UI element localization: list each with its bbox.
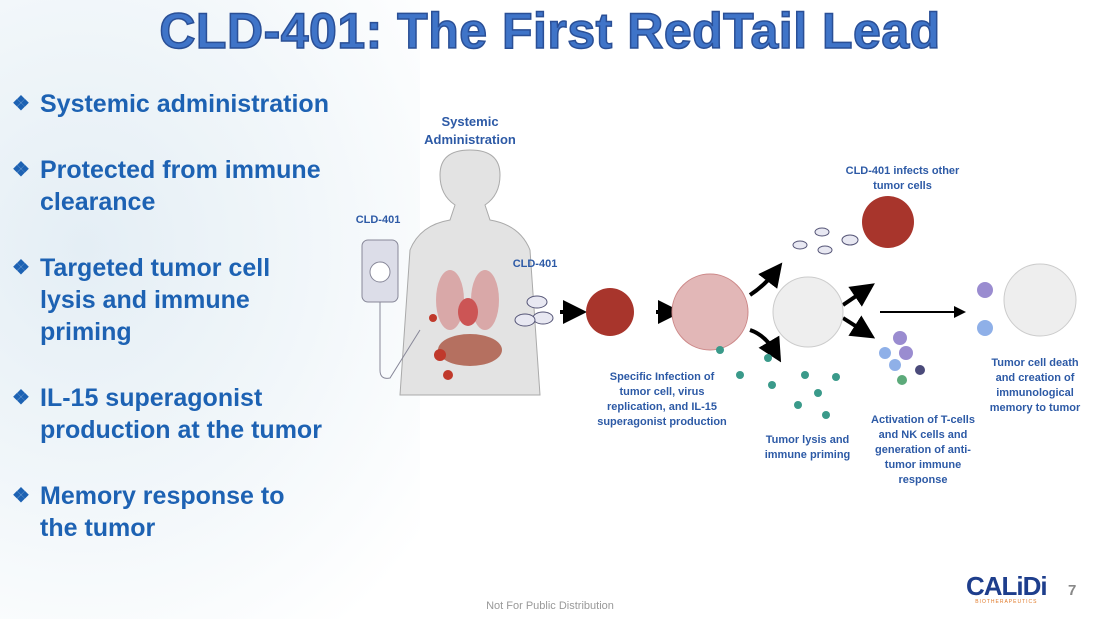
bullet-text: Targeted tumor cell lysis and immune pri… [40, 254, 271, 346]
dna-background [0, 0, 420, 619]
bullet-item: ❖ Memory response to the tumor [12, 480, 292, 544]
diamond-bullet-icon: ❖ [12, 257, 30, 279]
page-title: CLD-401: The First RedTail Lead [159, 2, 941, 60]
diamond-bullet-icon: ❖ [12, 485, 30, 507]
diamond-bullet-icon: ❖ [12, 93, 30, 115]
bullet-text: Memory response to the tumor [40, 482, 285, 542]
bullet-item: ❖ IL-15 superagonist production at the tu… [12, 382, 372, 446]
tumor-icon [586, 288, 634, 336]
il15-molecules-icon [716, 346, 840, 419]
label-cld401-left: CLD-401 [355, 214, 401, 226]
label-activation: Activation of T-cells and NK cells and g… [871, 414, 975, 486]
diamond-bullet-icon: ❖ [12, 159, 30, 181]
infected-tumor-icon [671, 273, 749, 351]
human-body-illustration [399, 149, 541, 396]
label-systemic-administration: Systemic Administration [424, 114, 516, 147]
diamond-bullet-icon: ❖ [12, 387, 30, 409]
lysed-tumor-icon [772, 276, 844, 348]
label-infects-other-cells: CLD-401 infects other tumor cells [845, 165, 960, 192]
label-tumor-cell-death: Tumor cell death and creation of immunol… [989, 357, 1081, 414]
bullet-text: Protected from immune clearance [40, 156, 321, 216]
immune-cells-icon [879, 282, 993, 385]
arrows [560, 262, 966, 363]
page-number: 7 [1068, 582, 1077, 599]
bullet-item: ❖ Systemic administration [12, 88, 372, 120]
logo-subtitle: BIOTHERAPEUTICS [975, 599, 1038, 605]
bullet-item: ❖ Protected from immune clearance [12, 154, 372, 218]
bullet-text: IL-15 superagonist production at the tum… [40, 384, 322, 444]
dead-tumor-icon [1003, 263, 1077, 337]
new-tumor-icon [862, 196, 914, 248]
label-tumor-lysis: Tumor lysis and immune priming [764, 434, 851, 461]
label-specific-infection: Specific Infection of tumor cell, virus … [597, 371, 727, 428]
virus-particles-icon [514, 227, 859, 327]
company-logo: CALiDi BIOTHERAPEUTICS [966, 571, 1048, 605]
logo-name: CALiDi [966, 571, 1048, 601]
footer-disclaimer: Not For Public Distribution [486, 600, 614, 612]
bullet-item: ❖ Targeted tumor cell lysis and immune pr… [12, 252, 312, 348]
iv-bag-icon [361, 239, 421, 379]
bullet-text: Systemic administration [40, 90, 329, 118]
bullet-list: ❖ Systemic administration ❖ Protected from… [12, 88, 372, 578]
label-cld401-right: CLD-401 [512, 258, 558, 270]
